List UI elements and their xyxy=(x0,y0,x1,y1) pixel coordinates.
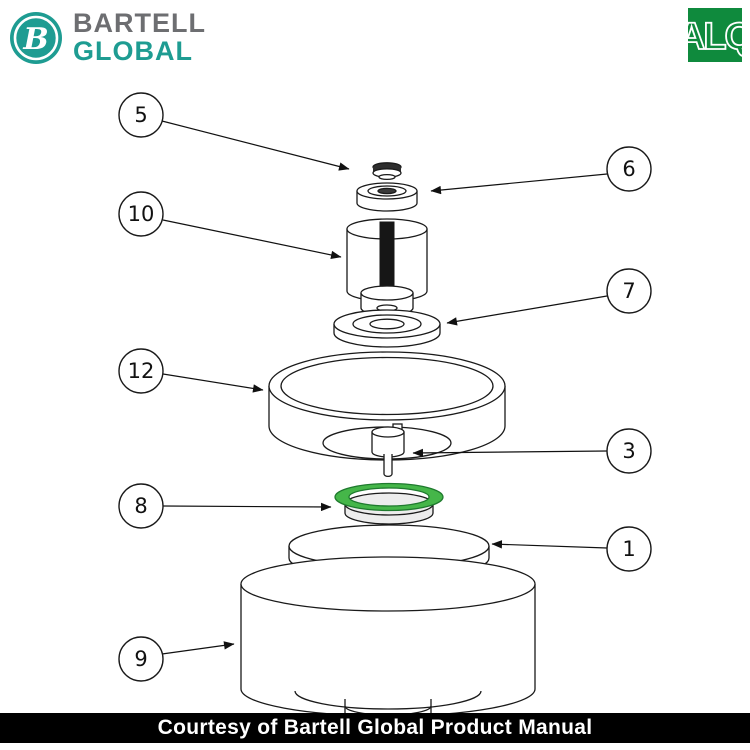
callout-10: 10 xyxy=(118,191,342,260)
callout-number: 12 xyxy=(128,359,155,383)
brand-monogram: B xyxy=(22,22,48,57)
part-8-green-ring xyxy=(334,482,444,512)
callout-number: 6 xyxy=(622,157,635,181)
callout-number: 8 xyxy=(134,494,147,518)
leader-line xyxy=(412,448,608,458)
callout-number: 3 xyxy=(622,439,635,463)
part-9-drum xyxy=(240,556,536,717)
callout-number: 9 xyxy=(134,647,147,671)
callout-3: 3 xyxy=(412,428,652,474)
callout-1: 1 xyxy=(491,526,652,572)
leader-line xyxy=(161,641,235,655)
part-3-pin xyxy=(383,454,393,478)
callout-9: 9 xyxy=(118,636,235,682)
part-8-seal-ring xyxy=(334,482,444,525)
callouts: 5 6 10 7 12 3 xyxy=(118,92,652,682)
callout-balloon xyxy=(606,268,652,314)
part-5-fastener xyxy=(372,162,402,181)
callout-balloon xyxy=(606,146,652,192)
brand-name-line2: GLOBAL xyxy=(73,36,193,66)
callout-12: 12 xyxy=(118,348,264,394)
callout-balloon xyxy=(118,191,164,237)
callout-number: 5 xyxy=(134,103,147,127)
callout-number: 1 xyxy=(622,537,635,561)
leader-line xyxy=(162,219,342,260)
leader-line xyxy=(430,173,608,195)
part-7-bearing xyxy=(333,309,441,348)
leader-line xyxy=(162,502,332,512)
brand-wordmark: BARTELL GLOBAL xyxy=(73,10,206,65)
part-3-shaft xyxy=(371,423,405,478)
part-6-washer xyxy=(356,182,418,212)
callout-5: 5 xyxy=(118,92,350,171)
callout-6: 6 xyxy=(430,146,652,195)
part-12-pulley xyxy=(268,351,506,461)
part-7-bore xyxy=(369,318,405,330)
partner-logo-text: ALQ xyxy=(688,16,742,58)
bartell-b-icon: B xyxy=(10,12,62,64)
caption-bar: Courtesy of Bartell Global Product Manua… xyxy=(0,713,750,743)
callout-balloon xyxy=(118,636,164,682)
part-10-keyway xyxy=(379,221,395,294)
part-10-spacer xyxy=(346,218,428,316)
partner-logo: ALQ xyxy=(677,8,750,67)
leader-line xyxy=(161,120,350,171)
callout-8: 8 xyxy=(118,483,332,529)
callout-balloon xyxy=(606,526,652,572)
callout-number: 10 xyxy=(128,202,155,226)
callout-balloon xyxy=(118,348,164,394)
leader-line xyxy=(446,295,608,326)
leader-line xyxy=(491,540,608,549)
callout-7: 7 xyxy=(446,268,652,326)
callout-balloon xyxy=(118,483,164,529)
brand-name-line1: BARTELL xyxy=(73,8,206,39)
callout-balloon xyxy=(118,92,164,138)
leader-line xyxy=(162,373,264,393)
part-9-bottom-opening xyxy=(294,690,482,710)
bartell-global-logo: B BARTELL GLOBAL xyxy=(8,10,206,66)
callout-number: 7 xyxy=(622,279,635,303)
part-6-bore xyxy=(377,187,397,195)
callout-balloon xyxy=(606,428,652,474)
caption-text: Courtesy of Bartell Global Product Manua… xyxy=(157,716,593,739)
partner-logo-icon: ALQ xyxy=(677,8,750,62)
